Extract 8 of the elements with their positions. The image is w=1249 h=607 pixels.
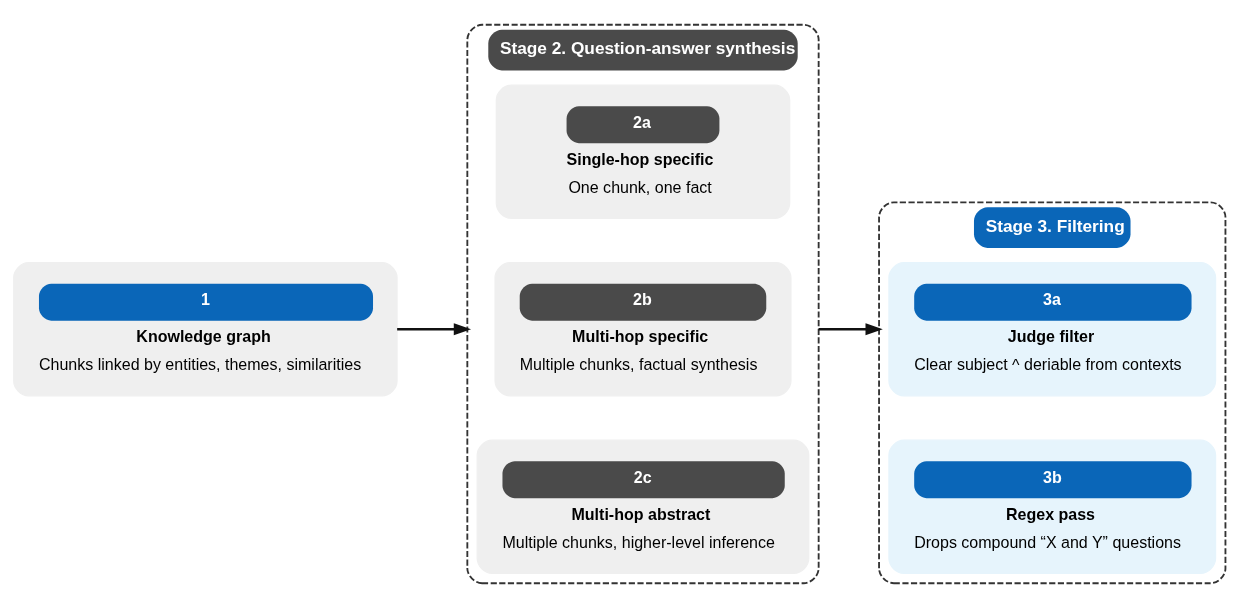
node-box: 3a Judge filter Clear subject ^ deriable from contexts: [888, 261, 1217, 396]
node-box: 1 Knowledge graph Chunks linked by entities, themes, similarities: [13, 261, 398, 396]
node-box: 2b Multi-hop specific Multiple chunks, factual synthesis: [494, 261, 792, 396]
arrow: [397, 322, 472, 335]
node-box: 2c Multi-hop abstract Multiple chunks, higher-level inference: [476, 439, 810, 574]
node-box: 2a Single-hop specific One chunk, one fact: [495, 84, 791, 219]
node-box: 3b Regex pass Drops compound “X and Y” questions: [888, 439, 1217, 574]
arrow: [818, 322, 883, 335]
